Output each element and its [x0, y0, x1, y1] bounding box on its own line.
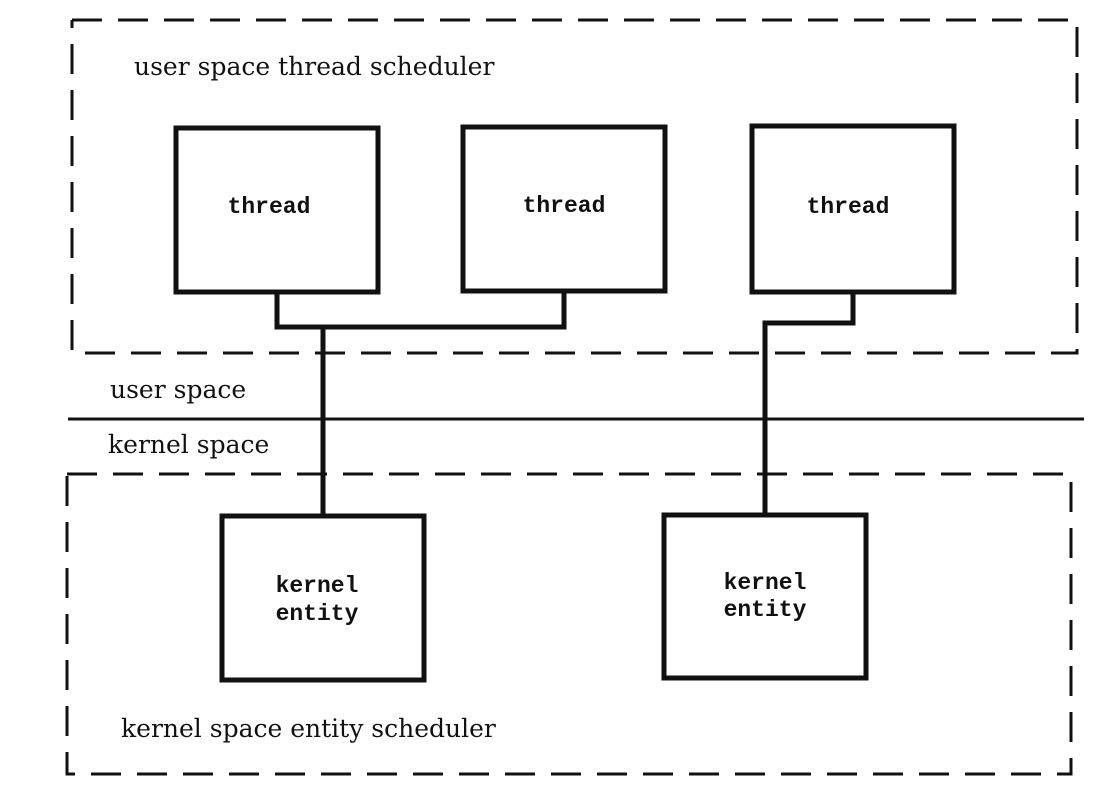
user-space-label: user space — [110, 375, 246, 404]
thread-box-3: thread — [749, 123, 957, 295]
kernel-scheduler-label: kernel space entity scheduler — [121, 714, 496, 743]
user-scheduler-dashed-border — [70, 18, 1079, 355]
kernel-entity-box-1: kernel entity — [219, 513, 427, 683]
connector-threads-1-2-to-kernel-entity-1 — [274, 291, 567, 330]
kernel-entity-label-2-line1: kernel — [724, 570, 807, 596]
kernel-space-scheduler-region: kernel space entity scheduler — [65, 472, 1073, 776]
user-kernel-boundary: user space kernel space — [68, 375, 1084, 459]
connectors — [274, 291, 856, 516]
kernel-space-label: kernel space — [108, 430, 269, 459]
user-space-scheduler-region: user space thread scheduler — [70, 18, 1079, 355]
thread-label-1: thread — [228, 194, 311, 220]
thread-label-2: thread — [523, 193, 606, 219]
kernel-entity-label-1-line2: entity — [276, 601, 359, 627]
thread-box-1: thread — [173, 125, 381, 295]
kernel-scheduler-dashed-border — [65, 472, 1073, 776]
thread-label-3: thread — [807, 194, 890, 220]
kernel-entity-box-2: kernel entity — [661, 512, 869, 681]
connector-thread-3-to-kernel-entity-2 — [762, 292, 856, 515]
user-scheduler-label: user space thread scheduler — [134, 52, 494, 81]
kernel-entity-label-2-line2: entity — [724, 597, 807, 623]
kernel-entity-label-1-line1: kernel — [276, 573, 359, 599]
thread-box-2: thread — [460, 124, 668, 294]
